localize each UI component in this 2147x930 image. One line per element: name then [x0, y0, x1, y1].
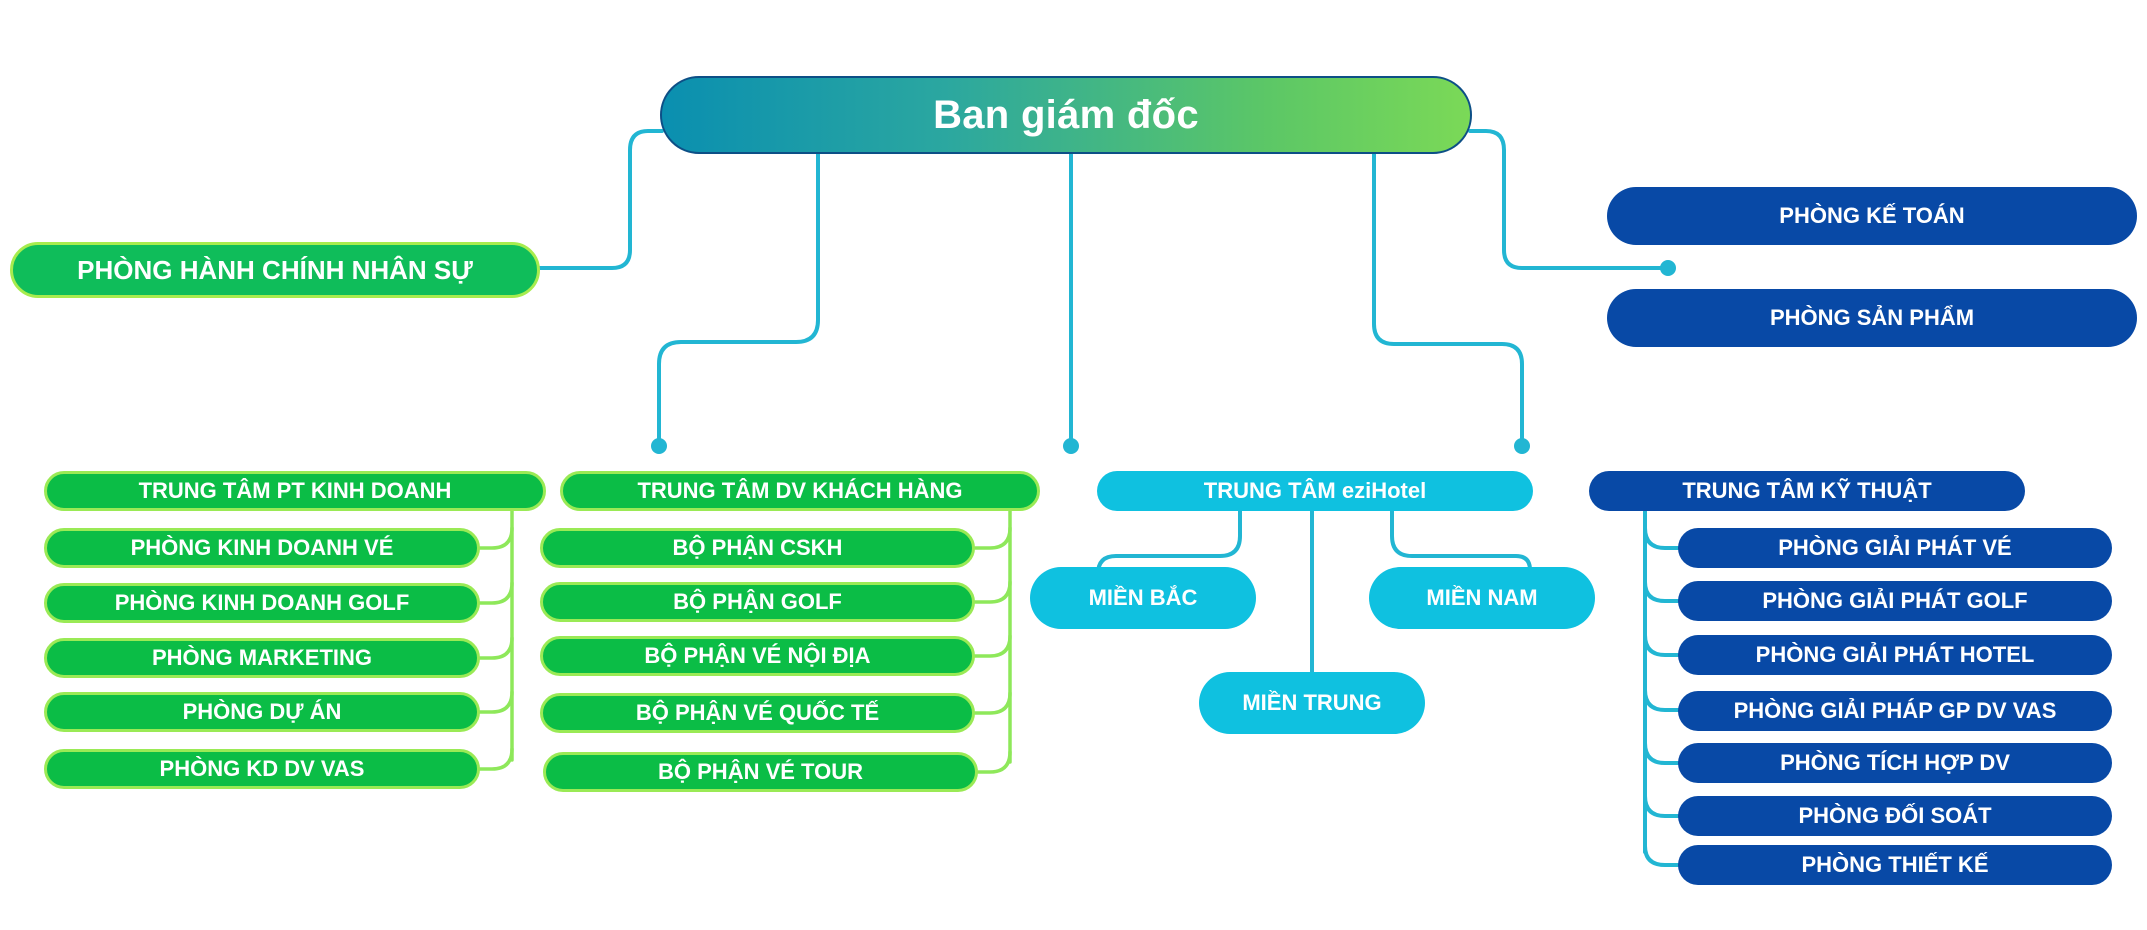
connector-root-customer — [657, 152, 820, 448]
tech-item-label: PHÒNG GIẢI PHÁT GOLF — [1762, 588, 2028, 613]
business-item-node[interactable]: PHÒNG DỰ ÁN — [44, 692, 480, 732]
customer-item-node[interactable]: BỘ PHẬN VÉ TOUR — [543, 752, 978, 792]
hotel-central-node[interactable]: MIỀN TRUNG — [1199, 672, 1425, 734]
customer-item-label: BỘ PHẬN VÉ NỘI ĐỊA — [644, 643, 871, 668]
business-item-node[interactable]: PHÒNG MARKETING — [44, 638, 480, 678]
business-item-label: PHÒNG KD DV VAS — [159, 756, 365, 781]
business-item-label: PHÒNG KINH DOANH VÉ — [130, 535, 394, 560]
hotel-south-label: MIỀN NAM — [1426, 585, 1538, 610]
customer-item-node[interactable]: BỘ PHẬN VÉ NỘI ĐỊA — [540, 636, 975, 676]
customer-center-label: TRUNG TÂM DV KHÁCH HÀNG — [637, 478, 963, 503]
connector-hotel-south — [1390, 508, 1532, 580]
tech-item-label: PHÒNG GIẢI PHÁP GP DV VAS — [1733, 698, 2057, 723]
tech-item-label: PHÒNG THIẾT KẾ — [1801, 852, 1989, 877]
business-item-node[interactable]: PHÒNG KINH DOANH VÉ — [44, 528, 480, 568]
connector-root-hr — [538, 129, 664, 270]
business-item-label: PHÒNG MARKETING — [152, 645, 372, 670]
connector-dot — [1063, 438, 1079, 454]
hotel-center-node[interactable]: TRUNG TÂM eziHotel — [1097, 471, 1533, 511]
customer-item-label: BỘ PHẬN VÉ QUỐC TẾ — [635, 700, 880, 725]
customer-item-node[interactable]: BỘ PHẬN CSKH — [540, 528, 975, 568]
hr-department-label: PHÒNG HÀNH CHÍNH NHÂN SỰ — [77, 254, 473, 285]
business-item-label: PHÒNG DỰ ÁN — [182, 699, 342, 724]
business-item-label: PHÒNG KINH DOANH GOLF — [114, 590, 410, 615]
hr-department-node[interactable]: PHÒNG HÀNH CHÍNH NHÂN SỰ — [10, 242, 540, 298]
connector-root-right — [1468, 129, 1670, 270]
connector-dot — [651, 438, 667, 454]
tech-item-label: PHÒNG GIẢI PHÁT VÉ — [1778, 535, 2012, 560]
connector-hotel-north — [1096, 508, 1242, 580]
tech-item-node[interactable]: PHÒNG TÍCH HỢP DV — [1678, 743, 2112, 783]
board-of-directors-label: Ban giám đốc — [933, 92, 1199, 137]
tech-item-label: PHÒNG GIẢI PHÁT HOTEL — [1755, 642, 2035, 667]
accounting-department-node[interactable]: PHÒNG KẾ TOÁN — [1607, 187, 2137, 245]
hotel-center-label: TRUNG TÂM eziHotel — [1203, 478, 1427, 503]
tech-item-label: PHÒNG ĐỐI SOÁT — [1798, 803, 1992, 828]
business-item-node[interactable]: PHÒNG KINH DOANH GOLF — [44, 583, 480, 623]
tech-item-node[interactable]: PHÒNG GIẢI PHÁP GP DV VAS — [1678, 691, 2112, 731]
tech-item-node[interactable]: PHÒNG GIẢI PHÁT HOTEL — [1678, 635, 2112, 675]
hotel-north-label: MIỀN BẮC — [1088, 585, 1198, 610]
hotel-central-label: MIỀN TRUNG — [1242, 690, 1382, 715]
accounting-department-label: PHÒNG KẾ TOÁN — [1779, 203, 1965, 228]
customer-item-node[interactable]: BỘ PHẬN VÉ QUỐC TẾ — [540, 693, 975, 733]
hotel-south-node[interactable]: MIỀN NAM — [1369, 567, 1595, 629]
tech-item-node[interactable]: PHÒNG GIẢI PHÁT GOLF — [1678, 581, 2112, 621]
product-department-node[interactable]: PHÒNG SẢN PHẨM — [1607, 289, 2137, 347]
product-department-label: PHÒNG SẢN PHẨM — [1769, 305, 1975, 330]
tech-center-label: TRUNG TÂM KỸ THUẬT — [1682, 478, 1932, 503]
connector-dot — [1514, 438, 1530, 454]
business-item-node[interactable]: PHÒNG KD DV VAS — [44, 749, 480, 789]
connector-dot — [1660, 260, 1676, 276]
business-center-label: TRUNG TÂM PT KINH DOANH — [138, 478, 452, 503]
board-of-directors-node[interactable]: Ban giám đốc — [660, 76, 1472, 154]
tech-center-node[interactable]: TRUNG TÂM KỸ THUẬT — [1589, 471, 2025, 511]
customer-item-label: BỘ PHẬN GOLF — [673, 589, 842, 614]
customer-center-node[interactable]: TRUNG TÂM DV KHÁCH HÀNG — [560, 471, 1040, 511]
customer-item-label: BỘ PHẬN CSKH — [672, 535, 843, 560]
customer-item-label: BỘ PHẬN VÉ TOUR — [658, 759, 863, 784]
customer-item-node[interactable]: BỘ PHẬN GOLF — [540, 582, 975, 622]
tech-item-node[interactable]: PHÒNG GIẢI PHÁT VÉ — [1678, 528, 2112, 568]
tech-item-node[interactable]: PHÒNG THIẾT KẾ — [1678, 845, 2112, 885]
connector-root-tech — [1372, 152, 1524, 448]
tech-item-label: PHÒNG TÍCH HỢP DV — [1780, 750, 2010, 775]
tech-item-node[interactable]: PHÒNG ĐỐI SOÁT — [1678, 796, 2112, 836]
hotel-north-node[interactable]: MIỀN BẮC — [1030, 567, 1256, 629]
business-center-node[interactable]: TRUNG TÂM PT KINH DOANH — [44, 471, 546, 511]
